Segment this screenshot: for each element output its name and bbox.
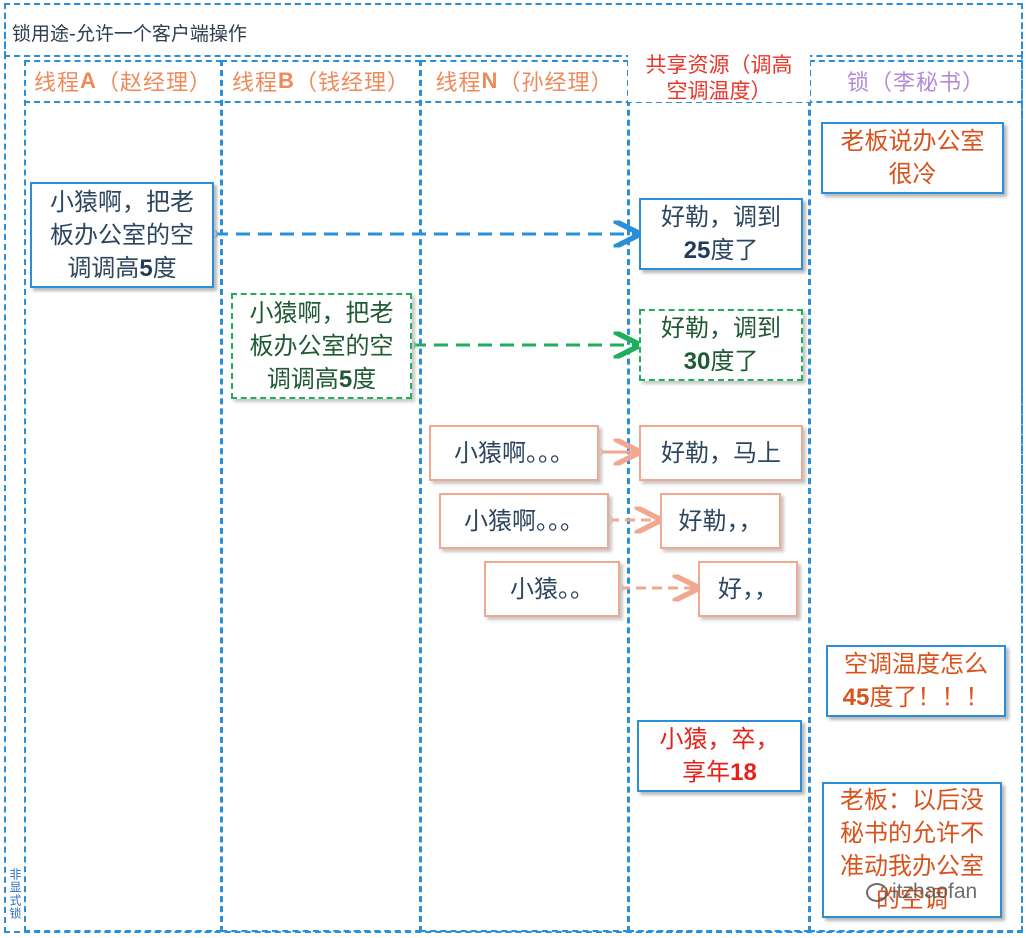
resource-response-b: 好勒，调到 30度了 <box>639 309 803 381</box>
lane-lock <box>809 60 1023 932</box>
title-bar <box>4 3 1023 57</box>
thread-n-request-1: 小猿啊。。。 <box>429 425 599 481</box>
thread-b-request: 小猿啊，把老 板办公室的空 调调高5度 <box>231 293 412 399</box>
side-label: 非显式锁 <box>8 868 22 920</box>
arrow-n2-to-resource <box>603 516 659 524</box>
lock-note-hot: 空调温度怎么 45度了！！！ <box>826 645 1006 717</box>
arrow-n1-to-resource <box>593 448 638 456</box>
thread-n-request-3: 小猿。。 <box>484 561 620 617</box>
resource-response-n1: 好勒，马上 <box>639 425 803 481</box>
resource-response-n2: 好勒，， <box>660 493 781 549</box>
lane-resource-header: 共享资源（调高 空调温度） <box>628 52 810 103</box>
arrow-b-to-resource <box>406 341 638 349</box>
thread-a-request: 小猿啊，把老 板办公室的空 调调高5度 <box>30 182 214 288</box>
resource-death-note: 小猿，卒， 享年18 <box>637 720 802 792</box>
watermark: itzhaofan <box>866 880 977 904</box>
lock-note-rule: 老板：以后没 秘书的允许不 准动我办公室 的空调 <box>822 782 1002 918</box>
lock-note-cold: 老板说办公室 很冷 <box>821 122 1004 194</box>
arrow-n3-to-resource <box>614 584 697 592</box>
diagram-title: 锁用途-允许一个客户端操作 <box>12 23 247 45</box>
arrow-a-to-resource <box>208 230 638 238</box>
wechat-icon <box>866 882 888 902</box>
thread-n-request-2: 小猿啊。。。 <box>439 493 609 549</box>
resource-response-n3: 好，， <box>698 561 798 617</box>
header-divider <box>24 101 1023 103</box>
resource-response-a: 好勒，调到 25度了 <box>639 198 803 270</box>
lane-lock-header: 锁（李秘书） <box>846 71 985 96</box>
